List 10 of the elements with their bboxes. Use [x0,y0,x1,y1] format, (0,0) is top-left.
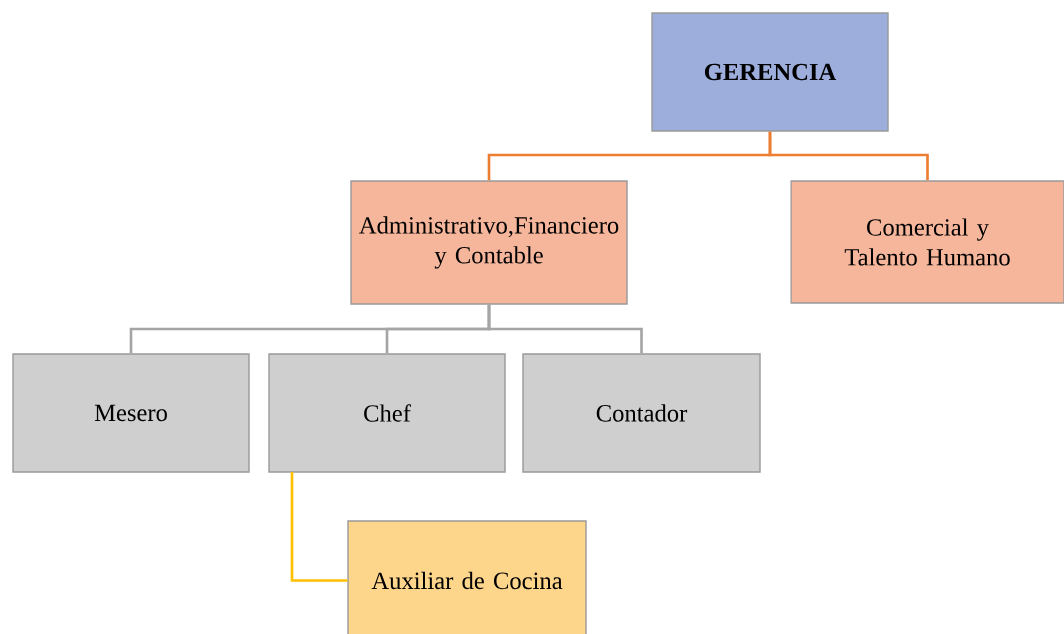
org-box: Comercial y Talento Humano [790,180,1064,304]
connector-line [290,472,348,582]
org-box: Auxiliar de Cocina [347,520,587,634]
org-box: Administrativo,Financiero y Contable [350,180,628,305]
org-box: GERENCIA [651,12,889,132]
connector-line [487,304,643,354]
org-box: Mesero [12,353,250,473]
org-box: Chef [268,353,506,473]
connector-line [768,131,929,181]
org-box: Contador [522,353,761,473]
